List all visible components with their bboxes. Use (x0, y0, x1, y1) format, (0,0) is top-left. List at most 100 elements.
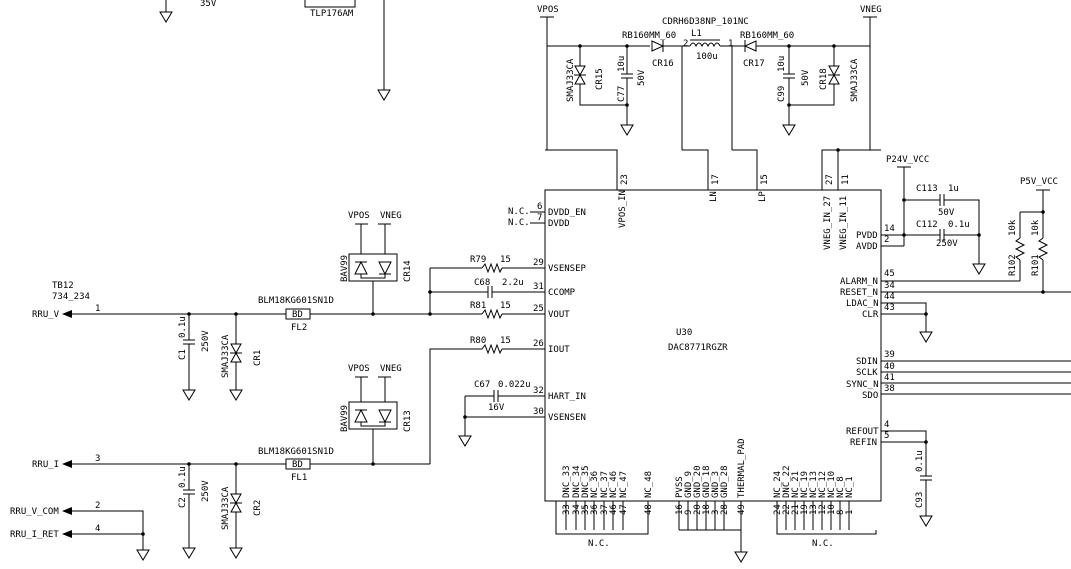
top-left-part: TLP176AM (310, 9, 354, 19)
c1-value: 0.1u (178, 316, 188, 338)
bottom-pin-number: 18 (702, 504, 712, 515)
cr13-vpos: VPOS (348, 364, 370, 374)
c77-ref: C77 (617, 86, 627, 102)
bottom-pin-number: 37 (600, 504, 610, 515)
pin-name-vsensep: VSENSEP (548, 264, 587, 274)
c93-ref: C93 (915, 492, 925, 508)
bottom-pin-name: THERMAL_PAD (737, 438, 747, 498)
pin-num-44: 44 (884, 292, 895, 302)
cr14-vpos: VPOS (348, 211, 370, 221)
pin-name-alarm-n: ALARM_N (840, 277, 878, 287)
return-paths: RRU_V_COM 2 RRU_I_RET 4 (10, 501, 150, 561)
c99-voltage: 50V (801, 69, 811, 86)
bottom-pin-name: NC_8 (836, 476, 846, 498)
bottom-pin-number: 19 (800, 504, 810, 515)
bottom-pin-name: NC_21 (791, 471, 801, 498)
r102-value: 10k (1008, 219, 1018, 236)
pin-num-2: 2 (884, 235, 889, 245)
cr13-part: BAV99 (340, 405, 350, 432)
c2-voltage: 250V (201, 480, 211, 502)
bottom-pin-name: PVSS (675, 476, 685, 498)
pin-name-vneg-in-27: VNEG_IN_27 (823, 196, 833, 250)
bottom-pin-name: GND_18 (702, 465, 712, 498)
supply-right: P24V_VCC C113 1u 50V C112 0.1u 250V P5V_… (886, 155, 1058, 294)
pin-name-sdin: SDIN (856, 357, 878, 367)
pin-num-41: 41 (884, 373, 895, 383)
pin-name-iout: IOUT (548, 345, 570, 355)
c99-value: 10u (777, 56, 787, 72)
bottom-pin-number: 34 (572, 504, 582, 515)
pin-num-15: 15 (760, 174, 770, 185)
bottom-pin-number: 12 (818, 504, 828, 515)
bottom-pin-name: NC_1 (845, 476, 855, 498)
pin-name-sclk: SCLK (856, 368, 878, 378)
pin-num-32: 32 (533, 386, 544, 396)
bottom-pin-name: DNC_35 (581, 465, 591, 498)
r101-value: 10k (1031, 219, 1041, 236)
rru-v-path: TB12 734_234 RRU_V 1 BLM18KG601SN1D BD F… (32, 281, 482, 401)
pin-num-23: 23 (620, 174, 630, 185)
tb12-pin-1: 1 (95, 304, 100, 314)
l1-value: 100u (696, 52, 718, 62)
bottom-pin-name: NC_48 (644, 471, 654, 498)
pin-name-vneg-in-11: VNEG_IN_11 (839, 196, 849, 250)
ic-left-pins: N.C. 6 DVDD_EN N.C. 7 DVDD 29 VSENSEP 31… (508, 202, 587, 423)
c67-ref: C67 (474, 380, 490, 390)
pin-name-vsensen: VSENSEN (548, 413, 586, 423)
bottom-pin-number: 13 (809, 504, 819, 515)
ic-top-pins: VPOS_IN 23 LN 17 LP 15 VNEG_IN_27 27 VNE… (545, 148, 881, 250)
cr17-ref: CR17 (743, 59, 765, 69)
cr14-vneg: VNEG (380, 211, 402, 221)
ic-ref: U30 (676, 328, 692, 338)
c67-voltage: 16V (488, 403, 505, 413)
cr2-ref: CR2 (253, 500, 263, 516)
cr18-ref: CR18 (819, 68, 829, 90)
pin-num-26: 26 (533, 339, 544, 349)
bottom-pin-name: DNC_22 (782, 465, 792, 498)
c113-voltage: 50V (938, 208, 955, 218)
vneg-label-top: VNEG (860, 5, 882, 15)
r80-value: 15 (500, 336, 511, 346)
bottom-pin-name: GND_9 (684, 471, 694, 498)
l1-pin-1: 1 (728, 39, 733, 49)
cr13-ref: CR13 (403, 410, 413, 432)
net-rru-v-com: RRU_V_COM (10, 507, 59, 517)
nc-bracket-left: N.C. (588, 539, 610, 549)
pin-num-27: 27 (825, 174, 835, 185)
cr13-bav99: VPOS VNEG BAV99 CR13 (340, 364, 413, 464)
pin-name-ccomp: CCOMP (548, 288, 576, 298)
p24v-label: P24V_VCC (886, 155, 929, 165)
r101-ref: R101 (1031, 254, 1041, 276)
net-rru-i-ret: RRU_I_RET (10, 530, 59, 540)
pin-name-hart-in: HART_IN (548, 392, 586, 402)
pin-name-clr: CLR (862, 310, 879, 320)
pin-num-45: 45 (884, 269, 895, 279)
pin-num-25: 25 (533, 304, 544, 314)
fl2-ref: FL2 (291, 323, 307, 333)
bottom-pin-number: 20 (693, 504, 703, 515)
p5v-label: P5V_VCC (1020, 177, 1058, 187)
c2-ref: C2 (178, 497, 188, 508)
cr15-part: SMAJ33CA (566, 58, 576, 102)
bottom-pin-number: 35 (581, 504, 591, 515)
ic-right-pins: 14 PVDD 2 AVDD 45 ALARM_N 34 RESET_N 44 … (840, 224, 1071, 527)
c112-ref: C112 (916, 220, 938, 230)
bottom-pin-number: 36 (590, 504, 600, 515)
bottom-pin-name: NC_47 (619, 471, 629, 498)
bottom-pin-name: DNC_33 (562, 465, 572, 498)
c77-value: 10u (617, 56, 627, 72)
net-rru-i: RRU_I (32, 460, 59, 470)
bottom-pin-name: NC_12 (818, 471, 828, 498)
c68-ref: C68 (474, 278, 490, 288)
pin-name-dvdd-en: DVDD_EN (548, 208, 586, 218)
bottom-pin-name: NC_10 (827, 471, 837, 498)
c113-value: 1u (948, 184, 959, 194)
bottom-pin-number: 16 (675, 504, 685, 515)
r79-ref: R79 (470, 255, 486, 265)
bottom-pin-name: DNC_34 (572, 465, 582, 498)
c2-value: 0.1u (178, 466, 188, 488)
pin-num-14: 14 (884, 224, 895, 234)
tb12-part: 734_234 (52, 292, 90, 302)
tb12-ref: TB12 (52, 281, 74, 291)
